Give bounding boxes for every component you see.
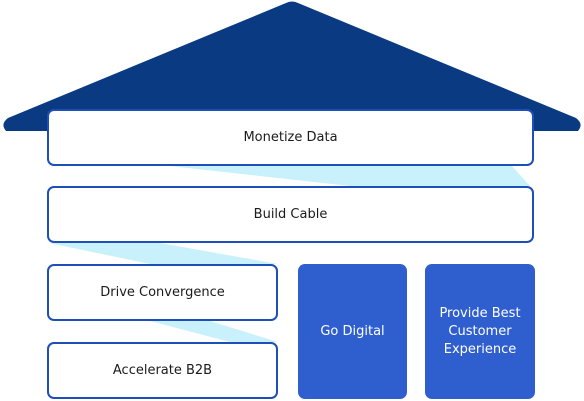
block-drive-convergence: Drive Convergence — [47, 264, 278, 321]
pillar-digital-label: Go Digital — [320, 323, 385, 339]
block-monetize-label: Monetize Data — [243, 129, 338, 145]
pillar-customer-experience: Provide Best Customer Experience — [425, 264, 535, 399]
block-accelerate-b2b: Accelerate B2B — [47, 342, 278, 399]
block-drive-label: Drive Convergence — [100, 284, 225, 300]
pillar-customer-label: Provide Best Customer Experience — [439, 305, 521, 357]
block-accelerate-label: Accelerate B2B — [112, 362, 213, 378]
pillar-go-digital: Go Digital — [298, 264, 407, 399]
ribbon-build-drive — [49, 243, 278, 264]
block-build-label: Build Cable — [253, 206, 328, 222]
house-roof — [3, 1, 581, 131]
ribbon-drive-accelerate — [150, 321, 278, 342]
block-monetize-data: Monetize Data — [47, 109, 534, 166]
ribbon-monetize-build — [170, 166, 530, 186]
block-build-cable: Build Cable — [47, 186, 534, 243]
